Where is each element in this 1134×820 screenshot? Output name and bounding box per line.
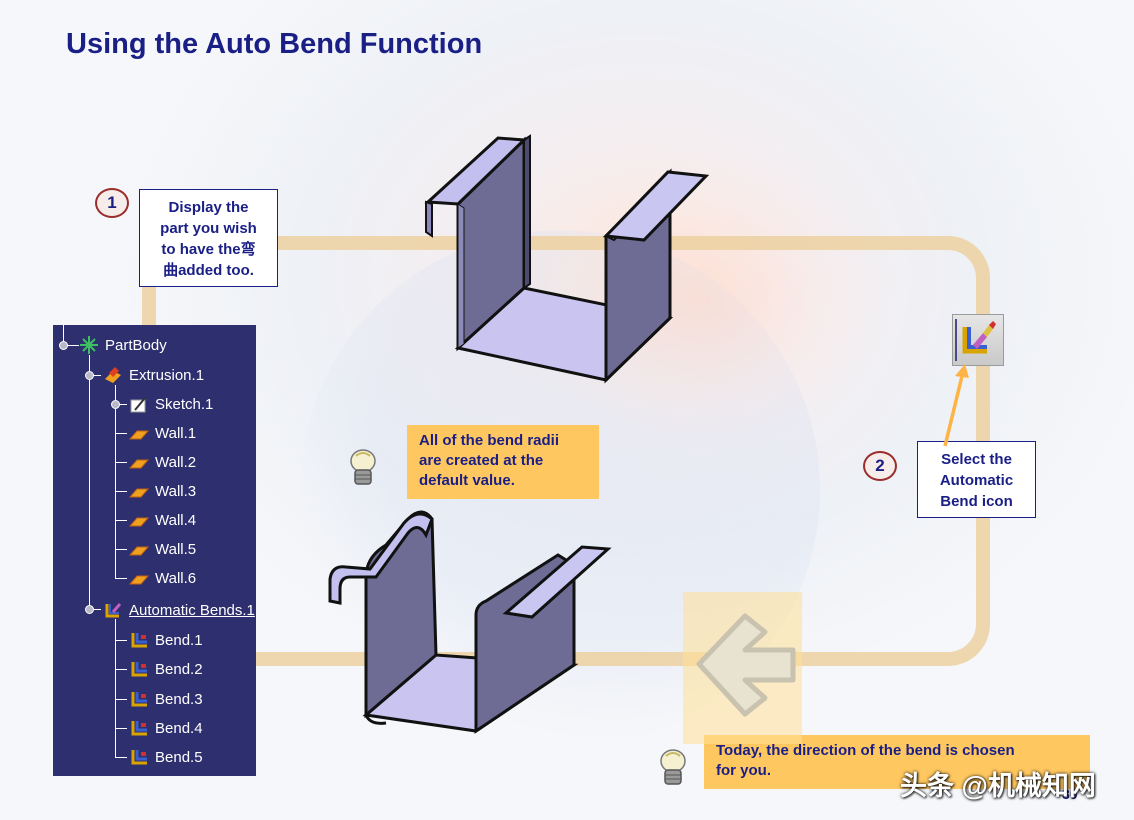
tree-item-label: Bend.2 [155,660,203,678]
wall-icon [129,546,149,556]
note-line: Today, the direction of the bend is chos… [716,742,1015,759]
note-line: default value. [419,472,515,489]
note-line: for you. [716,762,771,779]
tree-item-label: Bend.3 [155,690,203,708]
sketch-icon [130,397,146,413]
tree-item-wall[interactable]: Wall.3 [129,480,196,502]
tree-item-automatic-bends[interactable]: Automatic Bends.1 [103,599,255,621]
bend-icon [131,692,147,707]
step-1-badge: 1 [95,188,129,218]
tree-item-label: Wall.4 [155,511,197,529]
note-line: are created at the [419,452,544,469]
tree-item-label: Automatic Bends.1 [129,601,255,619]
step-1-line: part you wish [160,220,257,237]
step-1-line: 曲added too. [163,262,254,279]
partbody-icon [80,336,98,354]
tree-item-wall[interactable]: Wall.1 [129,422,196,444]
back-arrow-button[interactable] [683,592,802,744]
step-1-callout: Display the part you wish to have the弯 曲… [139,189,278,287]
automatic-bend-tool-button[interactable] [952,314,1004,366]
bend-icon [131,721,147,736]
tree-item-label: Wall.1 [155,424,197,442]
step-1-line: to have the弯 [161,241,256,258]
step-2-line: Automatic [939,472,1014,489]
automatic-bend-icon [955,319,996,361]
bend-icon [131,633,147,648]
tree-item-bend[interactable]: Bend.2 [129,658,203,680]
lightbulb-hint-icon [350,449,376,485]
tree-item-partbody[interactable]: PartBody [79,334,167,356]
note-bend-radii: All of the bend radii are created at the… [407,425,599,499]
tree-item-label: PartBody [105,336,167,354]
tree-item-wall[interactable]: Wall.5 [129,538,196,560]
tree-item-bend[interactable]: Bend.1 [129,629,203,651]
lightbulb-hint-icon [660,749,686,785]
tree-item-label: Extrusion.1 [129,366,205,384]
tree-item-label: Bend.5 [155,748,203,766]
tree-item-label: Sketch.1 [155,395,214,413]
step-1-line: Display the [168,199,249,216]
tree-item-wall[interactable]: Wall.6 [129,567,196,589]
part-without-bends [424,134,710,384]
automatic-bends-icon [105,603,122,618]
wall-icon [129,430,149,440]
watermark: 头条 @机械知网 [900,771,1096,801]
specification-tree: PartBody Extrusion.1 Sketch.1 Wall.1 Wal… [53,325,256,776]
step-2-callout: Select the Automatic Bend icon [917,441,1036,518]
note-line: All of the bend radii [419,432,560,449]
tree-item-label: Wall.5 [155,540,197,558]
note-bend-direction: Today, the direction of the bend is chos… [704,735,1090,789]
step-2-badge: 2 [863,451,897,481]
tree-item-sketch[interactable]: Sketch.1 [129,393,213,415]
step-2-line: Select the [941,451,1012,468]
page-number: 30 [1062,786,1078,802]
tree-item-label: Bend.4 [155,719,203,737]
bend-icon [131,662,147,677]
tree-item-bend[interactable]: Bend.3 [129,688,203,710]
pointer-arrow [943,364,969,447]
tree-item-wall[interactable]: Wall.2 [129,451,196,473]
step-2-line: Bend icon [940,493,1013,510]
back-arrow-icon [696,613,796,717]
extrusion-icon [105,367,121,383]
part-with-bends [328,510,612,734]
tree-item-bend[interactable]: Bend.4 [129,717,203,739]
tree-item-label: Wall.6 [155,569,197,587]
tree-item-wall[interactable]: Wall.4 [129,509,196,531]
bend-icon [131,750,147,765]
slide-title: Using the Auto Bend Function [66,28,483,60]
tree-item-label: Wall.3 [155,482,197,500]
tree-item-label: Wall.2 [155,453,197,471]
tree-item-label: Bend.1 [155,631,203,649]
wall-icon [129,575,149,585]
tree-item-bend[interactable]: Bend.5 [129,746,203,768]
tree-item-extrusion[interactable]: Extrusion.1 [103,364,204,386]
wall-icon [129,459,149,469]
wall-icon [129,488,149,498]
wall-icon [129,517,149,527]
